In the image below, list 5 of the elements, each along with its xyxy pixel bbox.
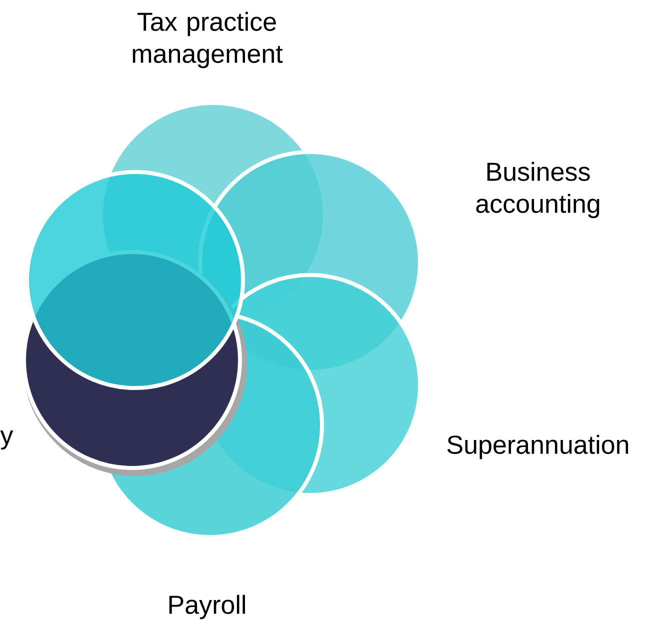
node-label: Payroll: [169, 594, 245, 620]
node-label: Business accounting: [476, 162, 600, 218]
node-label: Tax practice management: [132, 12, 283, 68]
node-label: Superannuation: [447, 434, 628, 460]
cut-off-label: y: [0, 430, 14, 450]
